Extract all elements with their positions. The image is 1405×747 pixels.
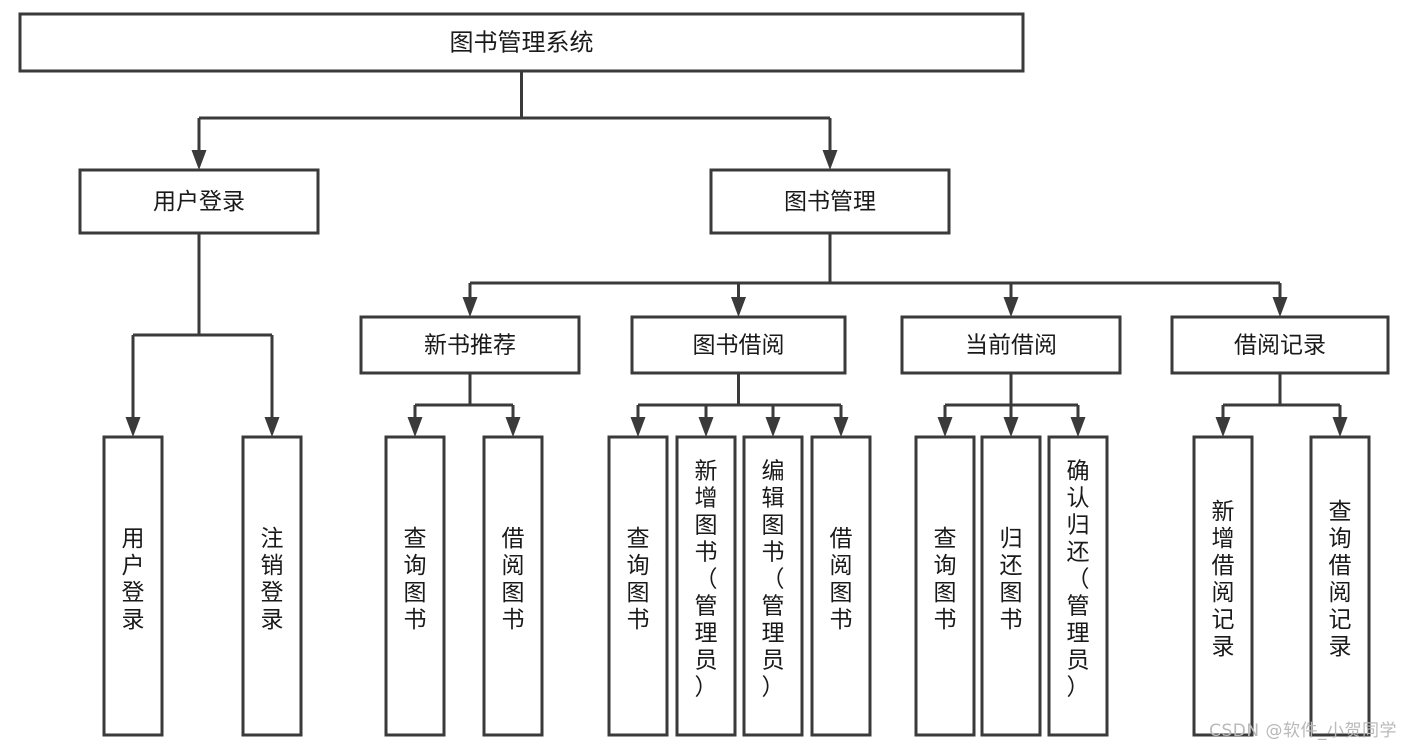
node-leaf-logout[interactable]: 注销登录 xyxy=(241,435,303,737)
node-label: 查询借阅记录 xyxy=(1329,499,1352,660)
node-label: 新增借阅记录 xyxy=(1212,499,1235,660)
arrow-head-icon xyxy=(191,150,207,170)
arrow-head-icon xyxy=(833,417,849,437)
edge-group-current_borrow xyxy=(937,373,1086,437)
node-label: 借阅图书 xyxy=(830,526,853,633)
node-label: 确认归还（管理员） xyxy=(1067,459,1090,701)
node-borrow-record[interactable]: 借阅记录 xyxy=(1170,315,1390,375)
watermark-text: CSDN @软件_小贺同学 xyxy=(1209,721,1397,741)
arrow-head-icon xyxy=(462,297,478,317)
page-title: 图书管理系统 xyxy=(450,29,594,57)
node-box[interactable] xyxy=(359,315,581,375)
arrow-head-icon xyxy=(937,417,953,437)
node-root[interactable]: 图书管理系统 xyxy=(18,12,1025,73)
node-label: 注销登录 xyxy=(261,526,284,633)
node-label: 用户登录 xyxy=(122,526,145,633)
arrow-head-icon xyxy=(1003,297,1019,317)
node-box[interactable] xyxy=(482,435,544,737)
node-box[interactable] xyxy=(1192,435,1254,737)
node-label: 归还图书 xyxy=(1000,526,1023,633)
node-label: 新增图书（管理员） xyxy=(695,459,718,701)
arrow-head-icon xyxy=(1070,417,1086,437)
arrow-head-icon xyxy=(765,417,781,437)
node-box[interactable] xyxy=(102,435,164,737)
arrow-head-icon xyxy=(698,417,714,437)
arrow-head-icon xyxy=(1215,417,1231,437)
node-book-borrow[interactable]: 图书借阅 xyxy=(630,315,847,375)
node-leaf-return-book[interactable]: 归还图书 xyxy=(980,435,1042,737)
node-leaf-query-book-2[interactable]: 查询图书 xyxy=(607,435,669,737)
node-leaf-borrow-book-2[interactable]: 借阅图书 xyxy=(810,435,872,737)
node-user-login[interactable]: 用户登录 xyxy=(78,168,320,235)
arrow-head-icon xyxy=(125,417,141,437)
node-leaf-borrow-book-1[interactable]: 借阅图书 xyxy=(482,435,544,737)
node-current-borrow[interactable]: 当前借阅 xyxy=(900,315,1122,375)
node-leaf-query-book-1[interactable]: 查询图书 xyxy=(384,435,446,737)
node-box[interactable] xyxy=(1170,315,1390,375)
arrow-head-icon xyxy=(731,297,746,317)
node-label: 新书推荐 xyxy=(424,333,516,359)
node-label: 图书管理 xyxy=(784,189,876,215)
node-leaf-add-record[interactable]: 新增借阅记录 xyxy=(1192,435,1254,737)
node-box[interactable] xyxy=(1309,435,1371,737)
node-box[interactable] xyxy=(914,435,976,737)
node-box[interactable] xyxy=(607,435,669,737)
node-leaf-edit-book[interactable]: 编辑图书（管理员） xyxy=(742,435,804,737)
node-label: 借阅图书 xyxy=(502,526,525,633)
arrow-head-icon xyxy=(630,417,646,437)
arrow-head-icon xyxy=(1272,297,1288,317)
node-label: 用户登录 xyxy=(153,189,245,215)
edge-group-new_book_rec xyxy=(407,373,521,437)
node-box[interactable] xyxy=(630,315,847,375)
node-box[interactable] xyxy=(900,315,1122,375)
node-leaf-add-book[interactable]: 新增图书（管理员） xyxy=(675,435,737,737)
node-box[interactable] xyxy=(980,435,1042,737)
node-label: 图书借阅 xyxy=(693,333,785,359)
node-box[interactable] xyxy=(675,435,737,737)
arrow-head-icon xyxy=(822,150,838,170)
node-label: 借阅记录 xyxy=(1234,333,1326,359)
node-box[interactable] xyxy=(810,435,872,737)
node-label: 当前借阅 xyxy=(965,333,1057,359)
arrow-head-icon xyxy=(1003,417,1019,437)
edge-group-user_login xyxy=(125,233,280,437)
node-box[interactable] xyxy=(18,12,1025,73)
node-box[interactable] xyxy=(742,435,804,737)
edge-group-borrow_record xyxy=(1215,373,1348,437)
node-leaf-query-record[interactable]: 查询借阅记录 xyxy=(1309,435,1371,737)
arrow-head-icon xyxy=(505,417,521,437)
node-box[interactable] xyxy=(709,168,951,235)
edge-group-book_manage xyxy=(462,233,1288,317)
arrow-head-icon xyxy=(407,417,423,437)
node-label: 查询图书 xyxy=(404,526,427,633)
node-label: 查询图书 xyxy=(934,526,957,633)
node-box[interactable] xyxy=(384,435,446,737)
edge-layer xyxy=(125,71,1348,437)
node-label: 编辑图书（管理员） xyxy=(762,459,785,701)
arrow-head-icon xyxy=(1332,417,1348,437)
node-box[interactable] xyxy=(1047,435,1109,737)
node-book-manage[interactable]: 图书管理 xyxy=(709,168,951,235)
edge-group-root xyxy=(191,71,838,170)
node-leaf-user-login[interactable]: 用户登录 xyxy=(102,435,164,737)
arrow-head-icon xyxy=(264,417,280,437)
node-box[interactable] xyxy=(78,168,320,235)
node-leaf-confirm-return[interactable]: 确认归还（管理员） xyxy=(1047,435,1109,737)
node-label: 查询图书 xyxy=(627,526,650,633)
node-layer: 图书管理系统用户登录图书管理新书推荐图书借阅当前借阅借阅记录用户登录注销登录查询… xyxy=(18,12,1390,737)
edge-group-book_borrow xyxy=(630,373,849,437)
node-leaf-query-book-3[interactable]: 查询图书 xyxy=(914,435,976,737)
node-box[interactable] xyxy=(241,435,303,737)
node-new-book-rec[interactable]: 新书推荐 xyxy=(359,315,581,375)
